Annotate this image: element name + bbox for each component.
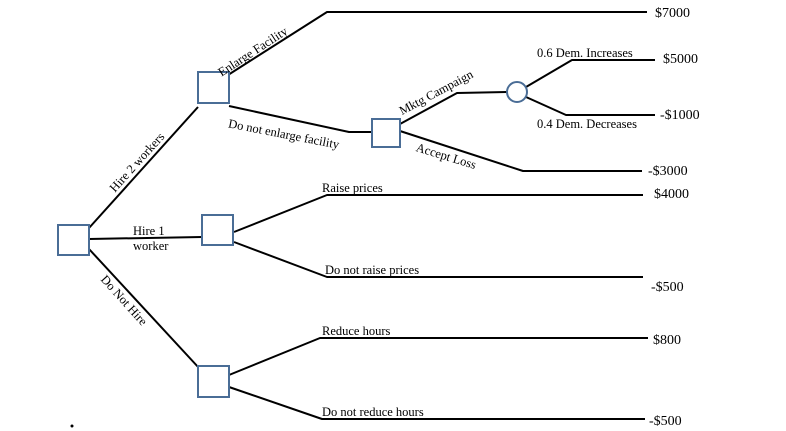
payoff-accept-loss: -$3000: [648, 164, 688, 179]
edge-do-not-reduce-hours: [228, 386, 645, 420]
edge-dem-increases: [525, 59, 655, 88]
edge-do-not-enlarge-facility: [228, 105, 372, 133]
decision-node-do-not-enlarge: [371, 118, 401, 148]
payoff-do-not-reduce-hours: -$500: [649, 414, 682, 429]
branch-label-hire-2-workers: Hire 2 workers: [107, 130, 168, 195]
edge-do-not-hire: [88, 248, 200, 369]
branch-label-hire-1-line1: Hire 1: [133, 224, 165, 238]
decision-node-hire-1-worker: [201, 214, 234, 246]
payoff-dem-decreases: -$1000: [660, 108, 700, 123]
branch-label-do-not-raise-prices: Do not raise prices: [325, 263, 419, 277]
payoff-dem-increases: $5000: [663, 52, 698, 67]
branch-label-do-not-hire: Do Not Hire: [98, 272, 151, 328]
edge-accept-loss: [399, 130, 642, 172]
edge-do-not-raise-prices: [233, 241, 643, 278]
payoff-reduce-hours: $800: [653, 333, 681, 348]
branch-label-raise-prices: Raise prices: [322, 181, 383, 195]
payoff-raise-prices: $4000: [654, 187, 689, 202]
branch-label-do-not-enlarge-facility: Do not enlarge facility: [227, 116, 341, 151]
chance-node-demand: [506, 81, 528, 103]
branch-label-dem-increases: 0.6 Dem. Increases: [537, 46, 633, 60]
payoff-do-not-raise-prices: -$500: [651, 280, 684, 295]
edge-dem-decreases: [525, 96, 655, 116]
decision-node-do-not-hire: [197, 365, 230, 398]
branch-label-hire-1-line2: worker: [133, 239, 169, 253]
edge-hire-1-worker: [88, 236, 203, 240]
edge-reduce-hours: [228, 337, 648, 376]
edge-hire-2-workers: [88, 106, 199, 229]
stray-dot: [70, 424, 74, 428]
payoff-enlarge-facility: $7000: [655, 6, 690, 21]
decision-node-root: [57, 224, 90, 256]
branch-label-dem-decreases: 0.4 Dem. Decreases: [537, 117, 637, 131]
edge-enlarge-facility: [227, 11, 647, 76]
edge-mktg-campaign: [399, 91, 508, 125]
branch-label-do-not-reduce-hours: Do not reduce hours: [322, 405, 424, 419]
edge-raise-prices: [233, 194, 643, 233]
branch-label-reduce-hours: Reduce hours: [322, 324, 391, 338]
branch-label-enlarge-facility: Enlarge Facility: [215, 24, 290, 80]
decision-node-hire-2-workers: [197, 71, 230, 104]
